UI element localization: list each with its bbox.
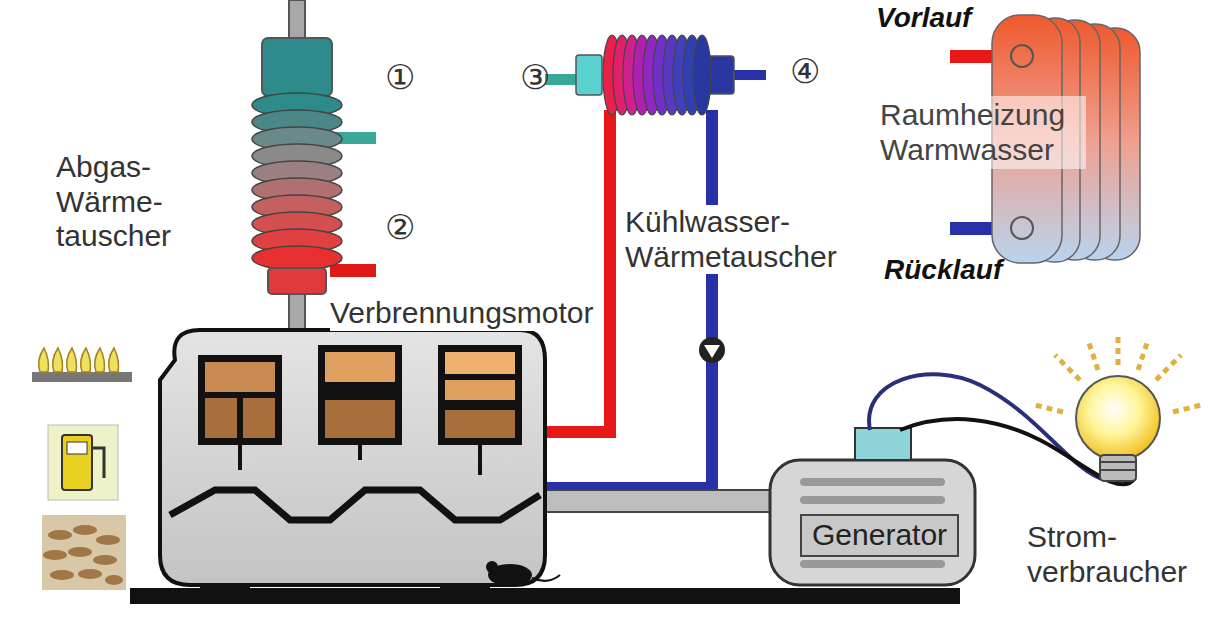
callout-number: ③ xyxy=(520,58,550,97)
heating-label-box: Raumheizung Warmwasser xyxy=(876,96,1086,169)
component-label: Verbrennungsmotor xyxy=(330,296,594,331)
flow-label: Vorlauf xyxy=(876,2,971,34)
node-text: Raumheizung Warmwasser xyxy=(880,98,1082,167)
component-label: Abgas- Wärme- tauscher xyxy=(56,150,206,254)
callout-number: ① xyxy=(385,58,415,97)
generator-box: Generator xyxy=(800,514,959,557)
flow-label: Rücklauf xyxy=(884,254,1002,286)
callout-number: ④ xyxy=(790,52,820,91)
component-label: Strom- verbraucher xyxy=(1027,520,1212,589)
node-text: Generator xyxy=(812,518,947,553)
callout-number: ② xyxy=(385,208,415,247)
component-label: Kühlwasser- Wärmetauscher xyxy=(625,205,895,274)
